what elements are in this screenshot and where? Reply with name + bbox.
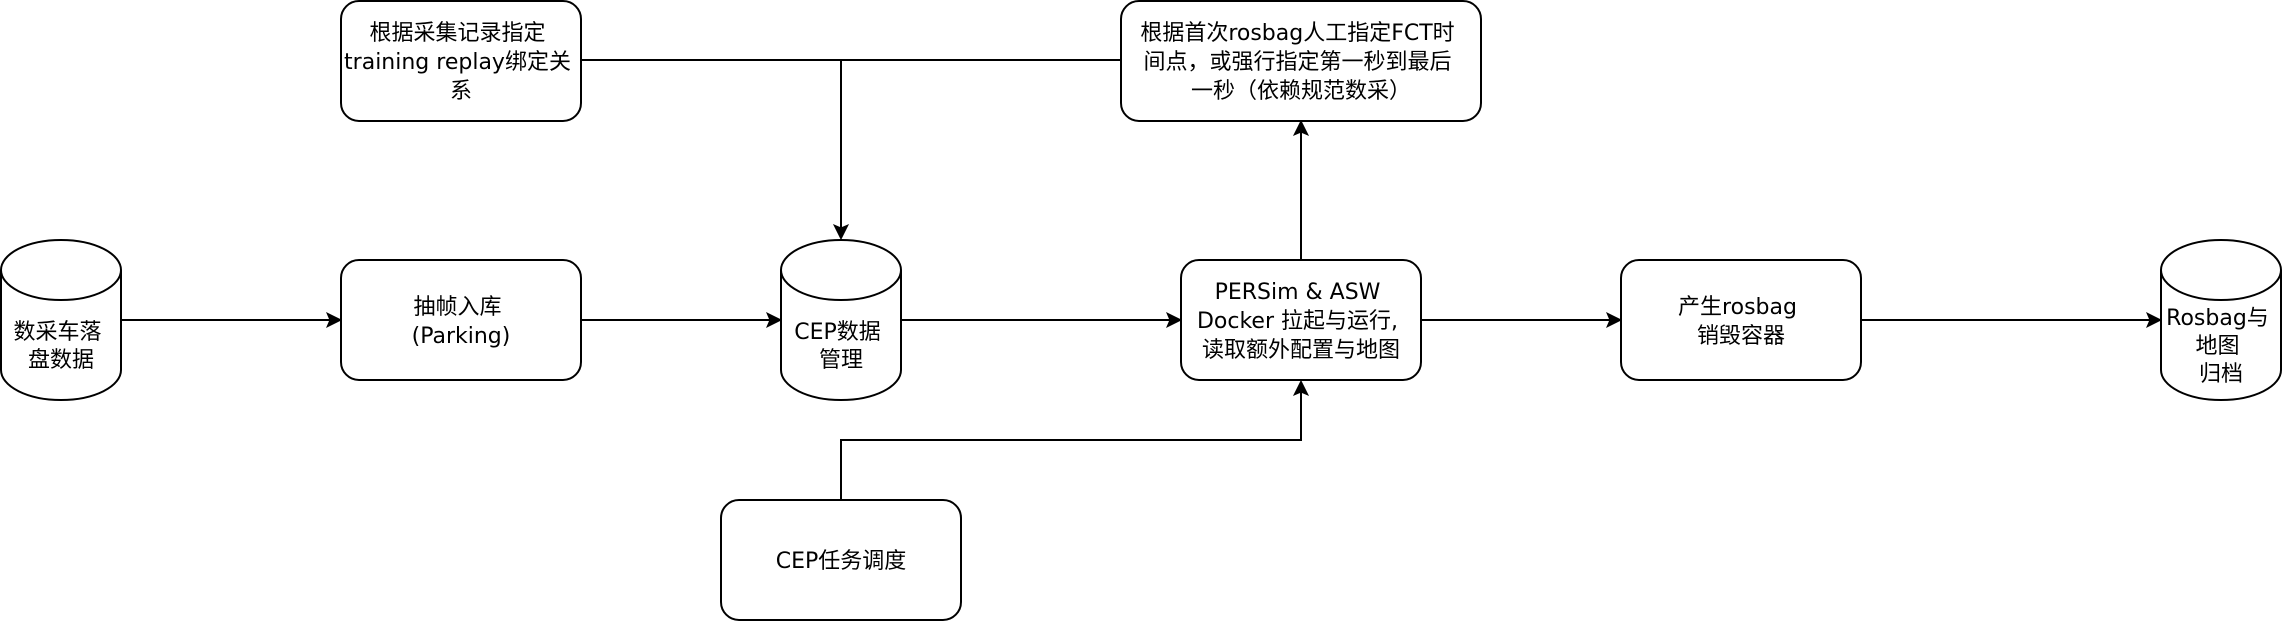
node-label-line: 数采车落	[13, 320, 101, 345]
edge-scheduler-to-docker	[840, 392, 1302, 500]
arrowhead	[832, 224, 850, 241]
cylinder-rim	[2160, 269, 2282, 301]
node-label-line: 一秒（依赖规范数采）	[1191, 79, 1411, 104]
node-label-line: Docker 拉起与运行,	[1197, 309, 1398, 334]
node-label: Rosbag与 地图 归档	[2166, 306, 2276, 387]
node-frame-extract: 抽帧入库 (Parking)	[340, 259, 582, 381]
node-label: CEP任务调度	[776, 549, 907, 574]
process-box	[340, 259, 582, 381]
node-label-line: CEP数据	[794, 320, 881, 345]
arrowhead	[2146, 311, 2163, 329]
node-label-line: 根据首次rosbag人工指定FCT时	[1140, 21, 1454, 46]
cylinder-shape	[0, 239, 122, 401]
node-label-line: training replay绑定关	[344, 50, 571, 75]
process-box	[1620, 259, 1862, 381]
cylinder-rim	[780, 269, 902, 301]
node-label-line: CEP任务调度	[776, 549, 907, 574]
node-label: 根据采集记录指定 training replay绑定关 系	[344, 21, 578, 104]
node-label-line: 间点，或强行指定第一秒到最后	[1143, 50, 1451, 75]
node-cep-data: CEP数据 管理	[780, 239, 902, 401]
arrowhead	[1606, 311, 1623, 329]
node-label-line: 管理	[819, 348, 863, 373]
node-label-line: 读取额外配置与地图	[1202, 338, 1400, 363]
arrowhead	[326, 311, 343, 329]
node-label-line: 归档	[2199, 362, 2243, 387]
node-collection-data: 数采车落 盘数据	[0, 239, 122, 401]
node-label: 根据首次rosbag人工指定FCT时 间点，或强行指定第一秒到最后 一秒（依赖规…	[1140, 21, 1461, 104]
arrowhead	[1166, 311, 1183, 329]
node-label: PERSim & ASW Docker 拉起与运行, 读取额外配置与地图	[1197, 280, 1405, 363]
node-archive: Rosbag与 地图 归档	[2160, 239, 2282, 401]
node-label-line: PERSim & ASW	[1215, 280, 1381, 305]
node-label: CEP数据 管理	[794, 320, 888, 373]
node-fct-time: 根据首次rosbag人工指定FCT时 间点，或强行指定第一秒到最后 一秒（依赖规…	[1120, 0, 1482, 122]
arrowhead	[1292, 379, 1310, 396]
cylinder-shape	[2160, 239, 2282, 401]
node-label: 数采车落 盘数据	[13, 320, 108, 373]
process-box	[340, 0, 582, 122]
node-label-line: 根据采集记录指定	[369, 21, 545, 46]
node-label: 产生rosbag 销毁容器	[1678, 295, 1804, 349]
node-label-line: 销毁容器	[1697, 324, 1785, 349]
node-label-line: 产生rosbag	[1678, 295, 1797, 320]
node-label-line: 盘数据	[28, 348, 94, 373]
edges	[121, 59, 2163, 500]
node-binding-rule: 根据采集记录指定 training replay绑定关 系	[340, 0, 582, 122]
process-box	[720, 499, 962, 621]
arrowhead	[1292, 119, 1310, 136]
process-box	[1180, 259, 1422, 381]
node-produce-rosbag: 产生rosbag 销毁容器	[1620, 259, 1862, 381]
cylinder-shape	[780, 239, 902, 401]
node-docker-run: PERSim & ASW Docker 拉起与运行, 读取额外配置与地图	[1180, 259, 1422, 381]
node-label-line: Rosbag与	[2166, 306, 2269, 331]
edge-binding-to-cep	[581, 59, 842, 228]
cylinder-rim	[0, 269, 122, 301]
node-label-line: 地图	[2195, 334, 2239, 359]
arrowhead	[766, 311, 783, 329]
node-label-line: 抽帧入库	[413, 295, 501, 320]
node-scheduler: CEP任务调度	[720, 499, 962, 621]
process-box	[1120, 0, 1482, 122]
node-label-line: 系	[450, 79, 472, 104]
node-label-line: (Parking)	[412, 324, 511, 349]
node-label: 抽帧入库 (Parking)	[412, 295, 511, 349]
